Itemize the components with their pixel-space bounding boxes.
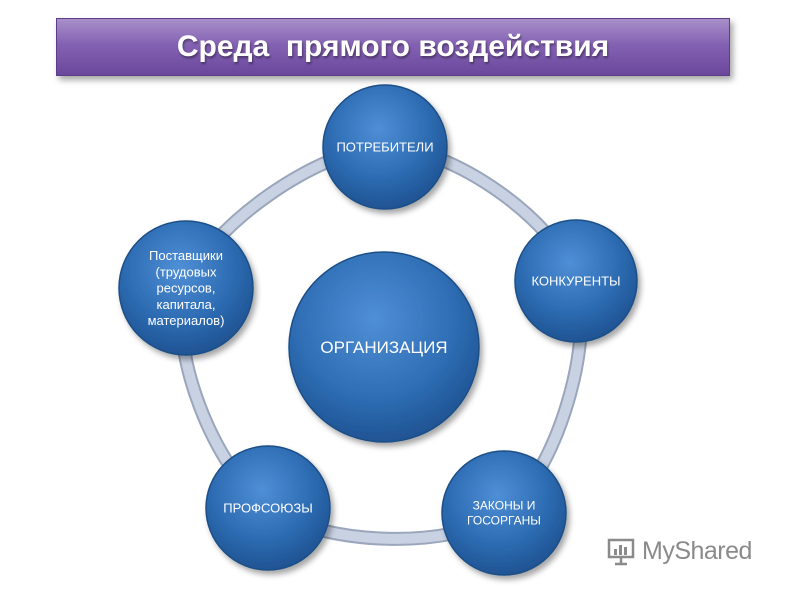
node-suppliers-label-line: (трудовых [155, 264, 217, 279]
watermark: MyShared [606, 536, 752, 566]
center-node-label: ОРГАНИЗАЦИЯ [320, 338, 447, 357]
node-unions [205, 445, 331, 571]
node-laws [441, 450, 567, 576]
node-laws-label-line: ГОСОРГАНЫ [467, 514, 541, 528]
node-suppliers-label-line: капитала, [157, 297, 216, 312]
node-suppliers-label-line: материалов) [148, 313, 225, 328]
watermark-text: MyShared [642, 536, 752, 565]
presentation-icon [607, 538, 635, 566]
node-laws-label-line: ЗАКОНЫ И [473, 499, 536, 513]
node-suppliers-label-line: ресурсов, [157, 281, 216, 296]
center-node-organization [288, 251, 480, 443]
node-suppliers [118, 220, 254, 356]
node-suppliers-label-line: Поставщики [149, 248, 223, 263]
node-consumers [322, 84, 448, 210]
node-unions-label-line: ПРОФСОЮЗЫ [223, 501, 312, 516]
node-consumers-label-line: ПОТРЕБИТЕЛИ [336, 140, 433, 155]
node-competitors [514, 219, 638, 343]
title-banner: Среда прямого воздействия [56, 18, 730, 76]
slide-title: Среда прямого воздействия [176, 30, 610, 63]
node-competitors-label-line: КОНКУРЕНТЫ [531, 274, 620, 289]
